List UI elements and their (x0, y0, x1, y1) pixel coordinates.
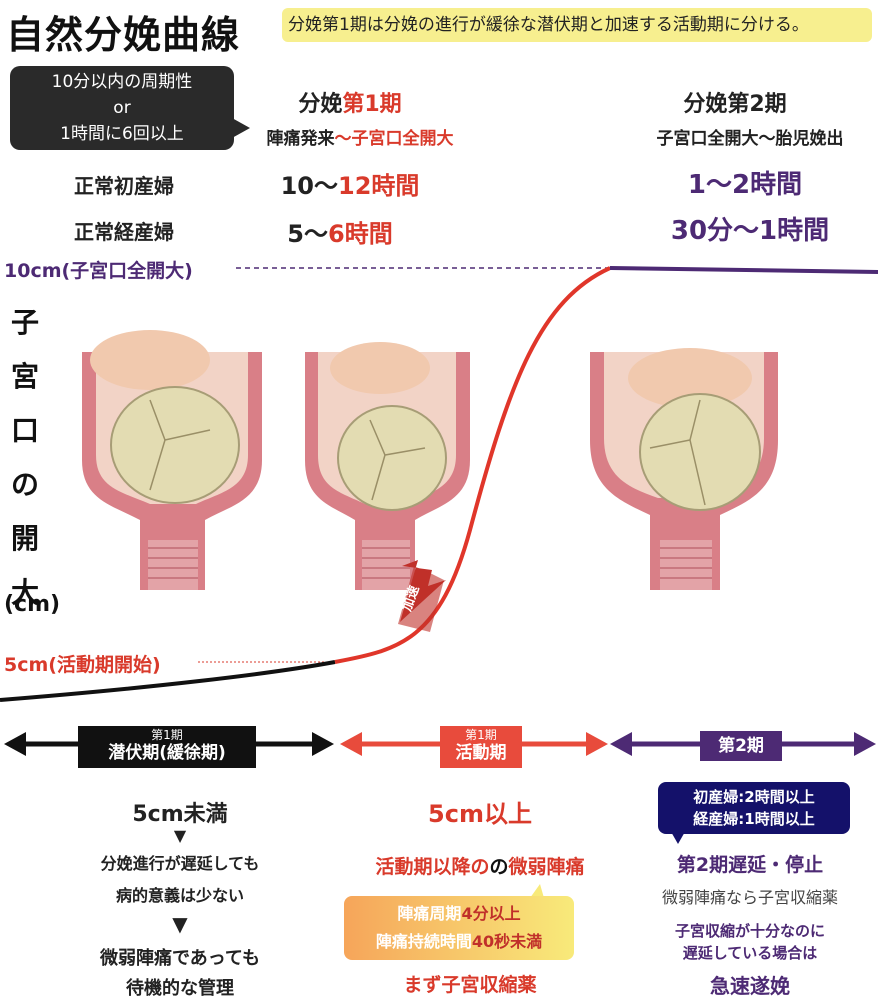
stage2-duration-primipara: 1〜2時間 (687, 170, 803, 200)
latent-note-2b: 待機的な管理 (126, 978, 234, 999)
stage1-range: 陣痛発来〜子宮口全開大 (240, 124, 480, 149)
contraction-definition-bubble: 10分以内の周期性 or 1時間に6回以上 (10, 66, 234, 150)
latent-head: 5cm未満 (132, 802, 228, 827)
criteria-box-tail (530, 884, 544, 898)
page-title: 自然分娩曲線 (6, 13, 241, 57)
latent-arrow-2: ▼ (172, 912, 188, 936)
stage1-duration-multipara: 5〜6時間 (260, 214, 420, 249)
criteria-2-prefix: 陣痛持続時間 (375, 932, 472, 951)
second-stage-delay-head: 第2期遅延・停止 (676, 854, 824, 876)
stage2-header: 分娩第2期 (683, 92, 787, 117)
criteria-2-highlight: 40秒未満 (471, 932, 543, 951)
level-label-5cm: 5cm(活動期開始) (4, 654, 161, 676)
stage1-duration-primipara-highlight: 12時間 (338, 172, 420, 200)
second-bubble-line-2: 経産婦:1時間以上 (693, 810, 815, 828)
stage1-range-prefix: 陣痛発来 (266, 129, 335, 149)
y-axis-char: の (10, 468, 39, 501)
active-phase-label: 第1期 活動期 (440, 726, 522, 768)
weak-contraction-criteria-box: 陣痛周期4分以上 陣痛持続時間40秒未満 (344, 896, 574, 960)
stage1-range-highlight: 〜子宮口全開大 (334, 129, 454, 149)
latent-phase-small: 第1期 (151, 728, 183, 742)
pelvis-illustration-active (305, 342, 470, 590)
pelvis-illustration-latent (82, 330, 262, 590)
latent-phase-label: 第1期 潜伏期(緩徐期) (78, 726, 256, 768)
second-stage-curve (609, 266, 878, 274)
row-label-multipara: 正常経産婦 (74, 220, 174, 244)
y-axis-label: 子 宮 口 の 開 大 (10, 296, 40, 620)
active-action: まず子宮収縮薬 (403, 974, 537, 996)
y-axis-unit: (cm) (4, 592, 61, 617)
second-condition-2: 遅延している場合は (682, 944, 818, 962)
second-bubble-tail (670, 830, 686, 844)
y-axis-char: 子 (10, 306, 39, 339)
y-axis-char: 大 (10, 576, 39, 609)
active-line-prefix: 活動期以降の (375, 856, 490, 878)
stage2-duration-multipara: 30分〜1時間 (670, 216, 830, 246)
criteria-1-highlight: 4分以上 (461, 904, 521, 923)
pelvis-illustration-second-stage (590, 348, 778, 590)
second-weak-note: 微弱陣痛なら子宮収縮薬 (661, 888, 838, 907)
stage1-header-highlight: 第1期 (342, 92, 402, 117)
stage2-range: 子宮口全開大〜胎児娩出 (656, 129, 844, 149)
stage1-duration-multipara-highlight: 6時間 (328, 220, 393, 248)
second-condition-1: 子宮収縮が十分なのに (674, 922, 825, 940)
second-stage-label: 第2期 (700, 731, 782, 761)
latent-note-2a: 微弱陣痛であっても (99, 948, 261, 969)
level-label-10cm: 10cm(子宮口全開大) (4, 260, 193, 282)
active-line-highlight: 微弱陣痛 (508, 856, 585, 878)
definition-line-3: 1時間に6回以上 (60, 124, 184, 144)
criteria-line-1: 陣痛周期4分以上 (344, 900, 574, 928)
second-stage-big: 第2期 (718, 736, 764, 756)
definition-line-2: or (113, 98, 131, 118)
stage1-header: 分娩第1期 (240, 86, 460, 118)
y-axis-char: 宮 (10, 360, 39, 393)
y-axis-char: 口 (10, 414, 39, 447)
active-phase-big: 活動期 (455, 743, 507, 763)
latent-note-1b: 病的意義は少ない (115, 886, 244, 905)
subtitle-note: 分娩第1期は分娩の進行が緩徐な潜伏期と加速する活動期に分ける。 (282, 8, 872, 42)
active-phase-curve (334, 266, 611, 664)
stage1-duration-primipara: 10〜12時間 (260, 166, 440, 201)
latent-phase-big: 潜伏期(緩徐期) (108, 743, 226, 763)
second-bubble-line-1: 初産婦:2時間以上 (693, 788, 815, 806)
stage1-header-prefix: 分娩 (298, 92, 343, 117)
second-action: 急速遂娩 (710, 974, 790, 998)
latent-note-1a: 分娩進行が遅延しても (100, 854, 260, 873)
latent-phase-curve (0, 660, 336, 702)
stage1-duration-primipara-prefix: 10〜 (280, 172, 338, 200)
active-head: 5cm以上 (428, 800, 532, 828)
y-axis-char: 開 (10, 522, 39, 555)
criteria-1-prefix: 陣痛周期 (397, 904, 462, 923)
active-phase-small: 第1期 (465, 728, 497, 742)
latent-arrow-1: ▼ (173, 826, 187, 845)
active-weak-contractions: 活動期以降のの微弱陣痛 (375, 856, 585, 878)
row-label-primipara: 正常初産婦 (74, 174, 174, 198)
definition-bubble-tail (232, 118, 250, 138)
acceleration-arrow (398, 560, 446, 632)
stage1-duration-multipara-prefix: 5〜 (287, 220, 328, 248)
definition-line-1: 10分以内の周期性 (51, 72, 193, 92)
criteria-line-2: 陣痛持続時間40秒未満 (344, 928, 574, 956)
second-stage-criteria-bubble: 初産婦:2時間以上 経産婦:1時間以上 (658, 782, 850, 834)
